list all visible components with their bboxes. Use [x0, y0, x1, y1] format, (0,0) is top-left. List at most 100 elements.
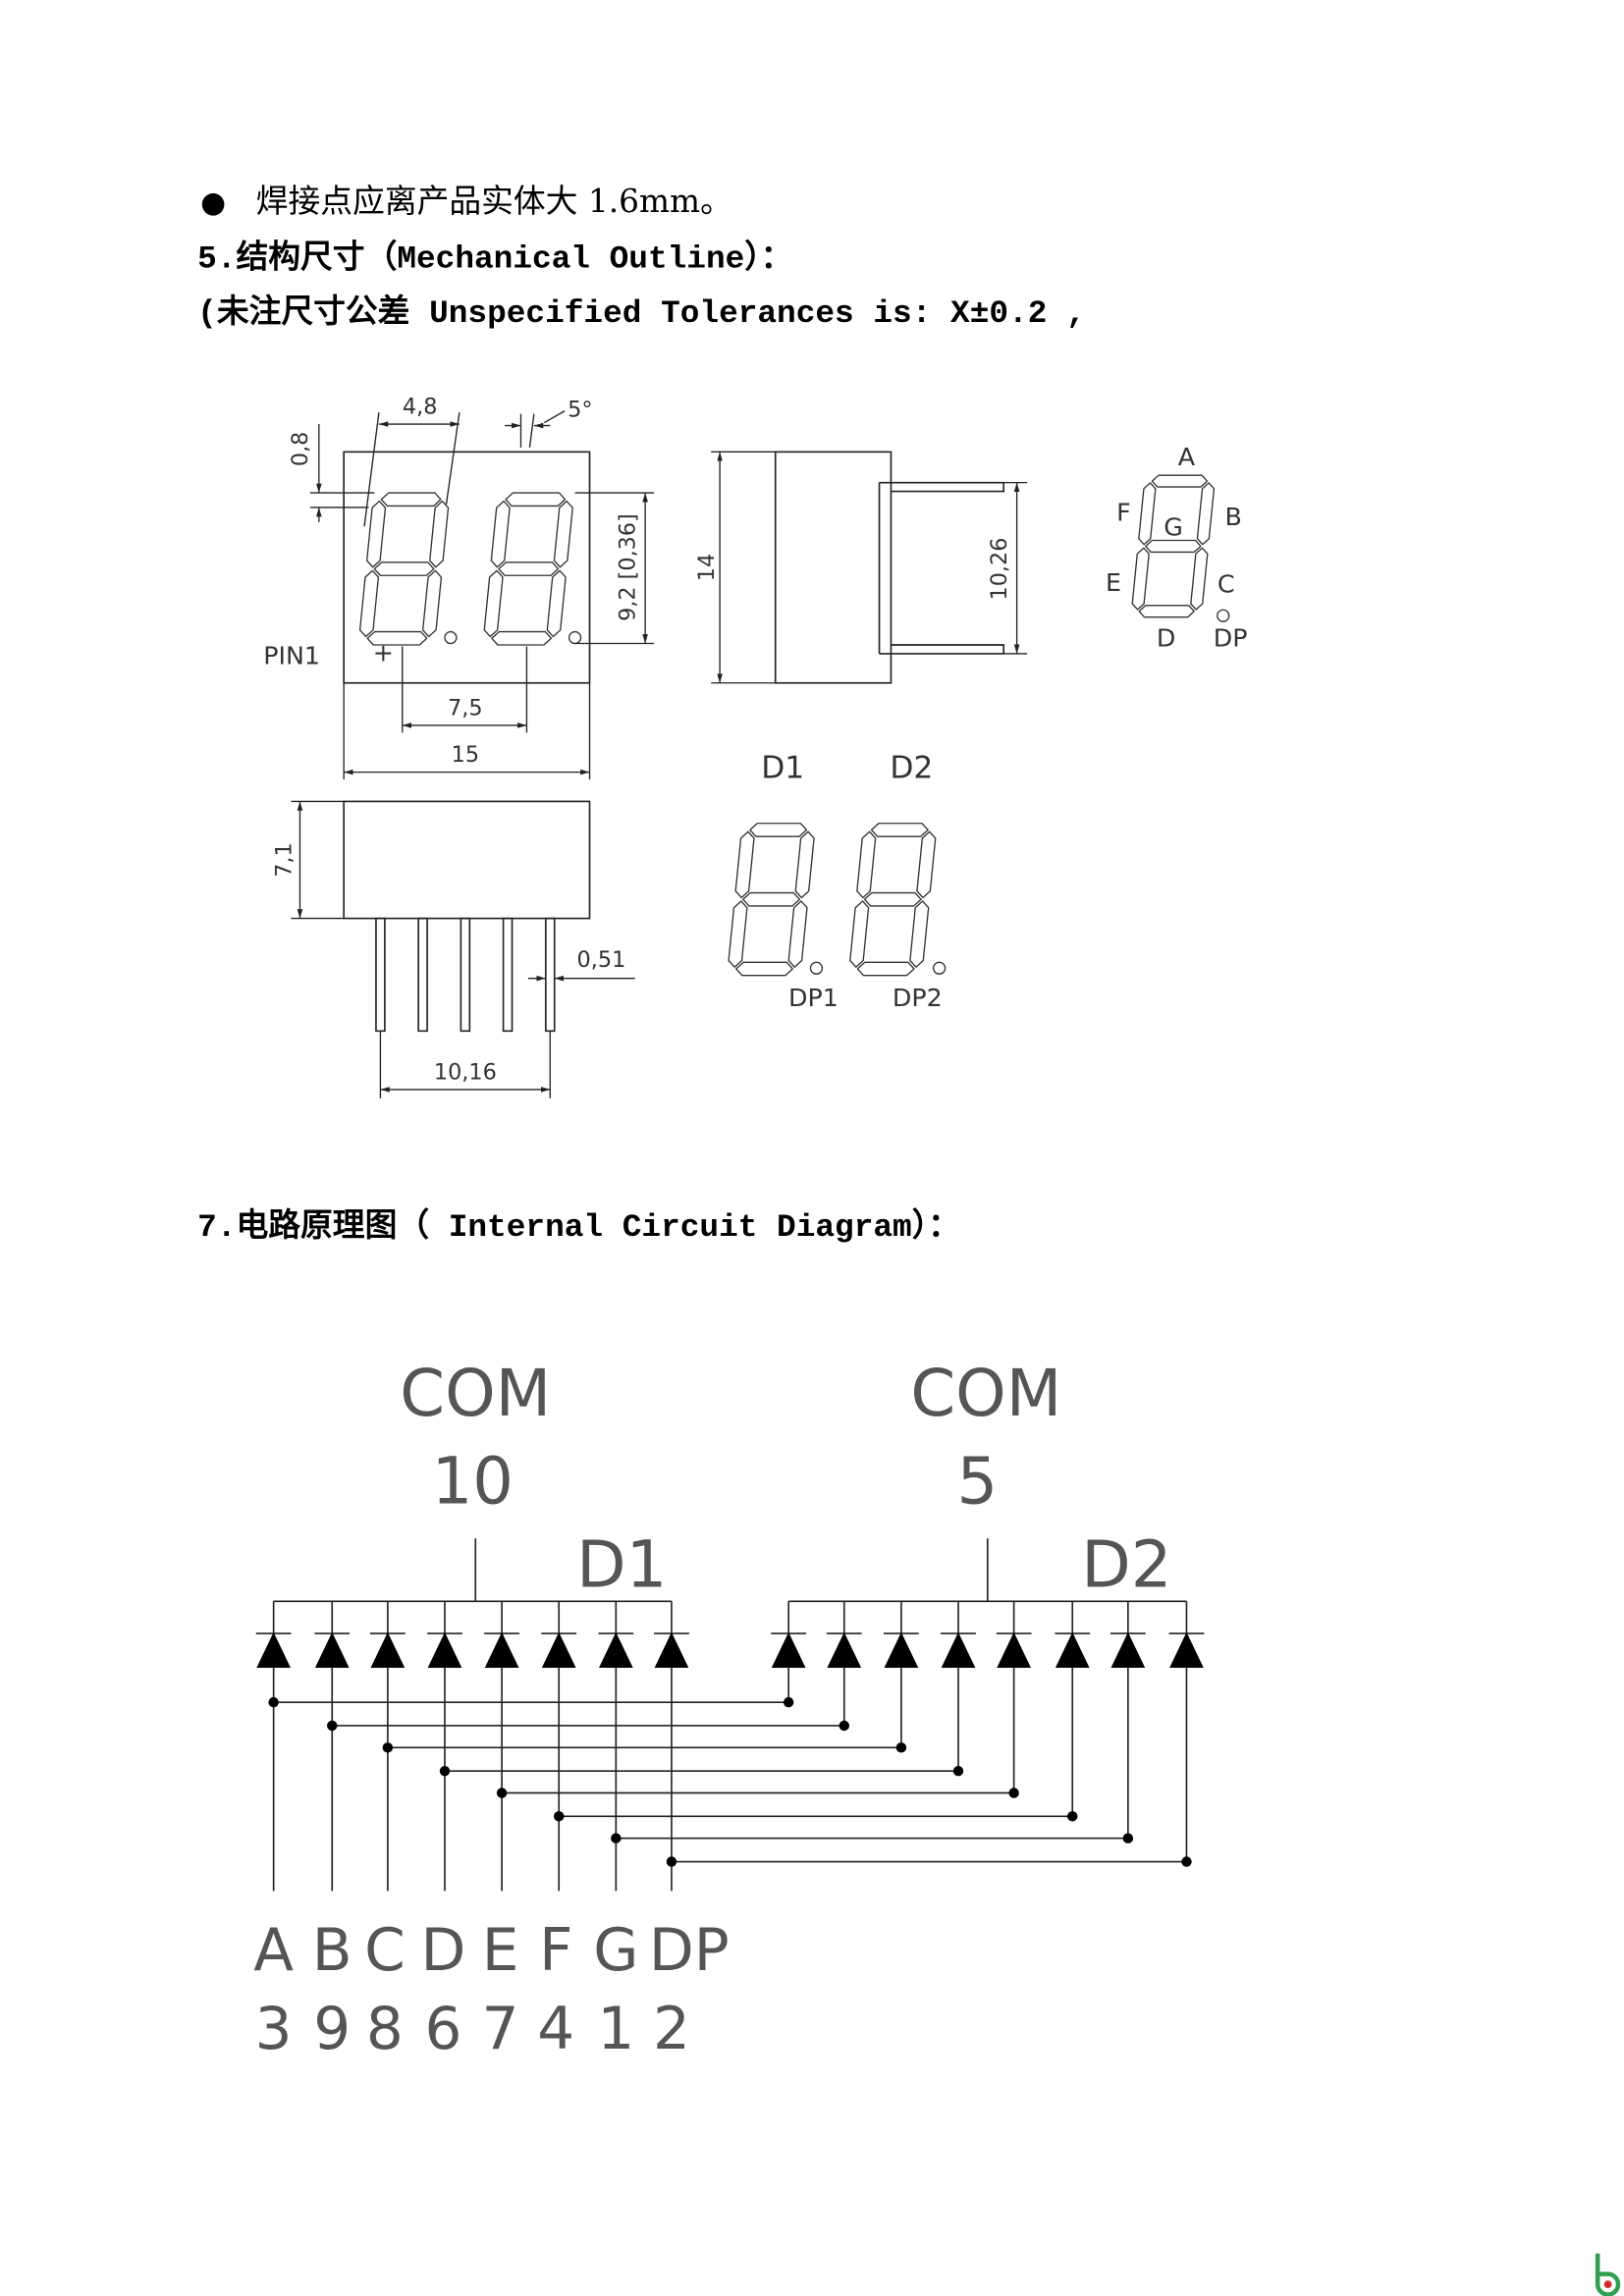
dual-digit-outline — [728, 823, 937, 977]
digit-label-d2: D2 — [890, 751, 933, 786]
pin-number-dp: 2 — [653, 1996, 690, 2063]
segment-map-segment-b — [1196, 482, 1216, 546]
junction-dot — [1067, 1811, 1078, 1822]
dp2-dot — [933, 961, 947, 975]
section5-title: 5.结构尺寸（Mechanical Outline）： — [197, 240, 792, 278]
angle-slant-line — [528, 413, 535, 448]
dp1-label: DP1 — [788, 983, 839, 1012]
digit-1-segment-e — [728, 900, 748, 968]
segment-label-c: C — [1218, 568, 1235, 598]
front-digit-1-segment-f — [365, 500, 387, 568]
pin-numbers: 3 9 8 6 7 4 1 2 — [255, 1996, 690, 2063]
dim-digit-pitch: 7,5 — [448, 696, 483, 721]
front-dp-dot-1 — [444, 630, 458, 645]
pin1-label: PIN1 — [263, 640, 320, 669]
digit-label-d1: D1 — [761, 751, 804, 786]
segment-label-e: E — [1106, 567, 1121, 597]
angle-leader — [543, 410, 566, 424]
dim-digit-height: 9,2 [0,36] — [616, 513, 641, 621]
segment-name-a: A — [253, 1917, 294, 1985]
side-view-top-lead — [879, 481, 1005, 493]
pin — [544, 917, 556, 1033]
segment-name-c: C — [364, 1917, 406, 1985]
diode-symbol — [598, 1631, 633, 1668]
segment-label-dp: DP — [1214, 622, 1248, 652]
digit-2-segment-c — [909, 900, 930, 968]
segment-name-e: E — [482, 1917, 519, 1985]
logo-icon — [1595, 2253, 1621, 2296]
segment-map-digit — [1131, 474, 1216, 618]
segment-map-segment-g — [1145, 539, 1202, 554]
pin-number-e: 7 — [482, 1996, 519, 2063]
circuit-wiring — [255, 1538, 1205, 1892]
dim-extension-line — [445, 412, 460, 506]
digit-2-segment-e — [849, 900, 870, 968]
junction-dot — [895, 1742, 907, 1753]
segment-name-f: F — [539, 1917, 572, 1985]
junction-dot — [327, 1720, 338, 1732]
front-view-body — [343, 451, 591, 684]
front-digit-1-segment-c — [421, 569, 443, 638]
segment-name-g: G — [593, 1917, 638, 1985]
dim-slant-angle: 5° — [568, 398, 592, 423]
logo-red-dot — [1603, 2280, 1612, 2288]
dim-pin-width: 0,51 — [577, 947, 626, 973]
front-digit-2-segment-c — [546, 569, 567, 638]
com2-pin: 5 — [957, 1445, 999, 1520]
circuit-digit-d2: D2 — [1081, 1527, 1171, 1602]
front-digit-1-segment-d — [366, 630, 428, 646]
segment-map-segment-a — [1151, 474, 1209, 488]
digit-1-segment-a — [749, 823, 808, 837]
side-view: 14 10,26 — [694, 451, 1028, 684]
diode-symbol — [1110, 1631, 1146, 1668]
junction-dot — [1008, 1788, 1019, 1798]
segment-map-segment-c — [1190, 547, 1209, 611]
digit-1-segment-b — [794, 830, 815, 899]
pin — [502, 917, 514, 1033]
junction-dot — [382, 1742, 394, 1753]
dim-segment-offset: 0,8 — [288, 432, 313, 467]
dp2-label: DP2 — [893, 983, 943, 1012]
internal-circuit-diagram: COM 10 D1 COM 5 D2 A B C D E F G DP 3 9 … — [253, 1357, 1205, 2063]
diode-symbol — [997, 1631, 1031, 1668]
junction-dot — [952, 1765, 964, 1777]
junction-dot — [439, 1765, 451, 1777]
pin — [460, 917, 471, 1033]
segment-label-g: G — [1164, 511, 1183, 541]
dim-lead-span: 10,26 — [987, 538, 1012, 601]
front-digit-1-segment-a — [380, 492, 442, 507]
com1-pin: 10 — [432, 1445, 514, 1520]
digit-2-segment-d — [856, 961, 915, 977]
section7-title: 7.电路原理图（ Internal Circuit Diagram）： — [197, 1207, 960, 1246]
segment-map-dp-dot — [1217, 609, 1230, 622]
diode-symbol — [370, 1631, 406, 1668]
dim-height: 14 — [694, 554, 720, 581]
segment-label-f: F — [1116, 497, 1131, 526]
diode-symbol — [654, 1631, 689, 1668]
side-view-bottom-lead — [879, 644, 1005, 655]
diode-symbol — [884, 1631, 919, 1668]
pin-number-d: 6 — [425, 1996, 462, 2063]
junction-dot — [839, 1720, 849, 1732]
segment-map: A B C D E F G DP — [1106, 442, 1248, 653]
logo-green-stroke — [1595, 2253, 1621, 2296]
side-view-body — [774, 451, 893, 684]
front-view-digits — [358, 492, 573, 646]
front-digit-2-segment-g — [498, 561, 560, 576]
front-digit-2-segment-d — [491, 630, 553, 646]
digit-identification: D1 D2 DP1 DP2 — [728, 751, 947, 1012]
tolerance-note: (未注尺寸公差 Unspecified Tolerances is: X±0.2… — [197, 294, 1086, 332]
pin-number-g: 1 — [597, 1996, 634, 2063]
junction-dot — [496, 1788, 508, 1798]
digit-2-segment-a — [870, 823, 929, 837]
front-digit-2-segment-b — [553, 500, 573, 568]
pin-number-b: 9 — [313, 1996, 351, 2063]
diode-symbol — [1055, 1631, 1090, 1668]
dim-pin-span: 10,16 — [434, 1059, 497, 1085]
junction-dot — [783, 1696, 794, 1708]
bottom-view: 7,1 0,51 10,16 — [272, 800, 635, 1098]
diode-symbol — [771, 1631, 806, 1668]
pin — [417, 917, 428, 1033]
front-digit-2-segment-a — [505, 492, 567, 507]
dp1-dot — [809, 961, 824, 975]
